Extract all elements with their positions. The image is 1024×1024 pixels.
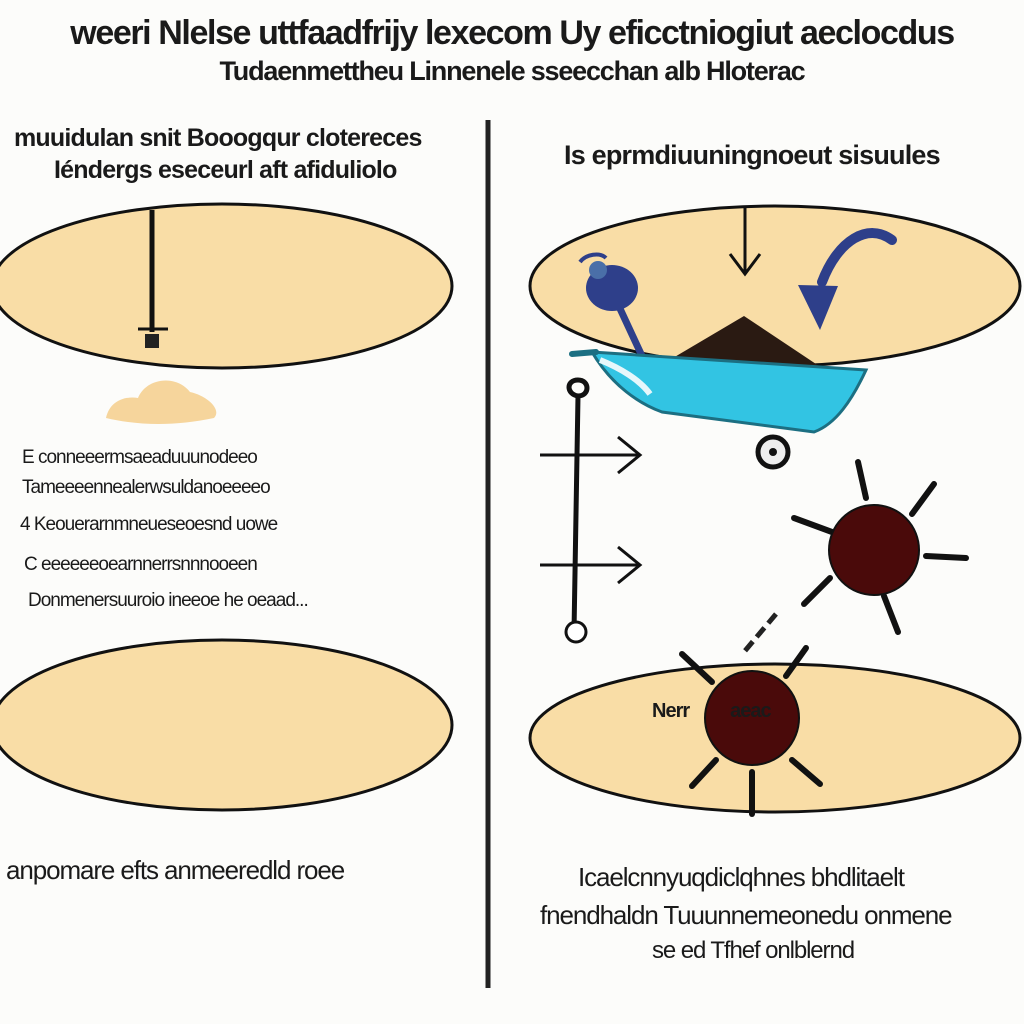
left-bottom-ellipse — [0, 638, 454, 812]
right-panel-caption-line-1: Icaelcnnyuqdiclqhnes bhdlitaelt — [578, 862, 905, 892]
page-title: weeri Nlelse uttfaadfrijy lexecom Uy efi… — [70, 14, 955, 52]
left-panel-caption: anpomare efts anmeeredld roee — [6, 855, 345, 885]
page-subtitle: Tudaenmettheu Linnenele sseecchan alb Hl… — [219, 56, 806, 86]
down-arrow-icon — [728, 208, 762, 277]
list-item: 4 Keouerarnmneueseoesnd uowe — [20, 514, 278, 535]
dark-sphere-icon — [791, 459, 969, 635]
dark-sphere-icon — [679, 645, 823, 817]
left-top-ellipse — [0, 202, 454, 370]
right-arrow-icon — [540, 435, 643, 475]
dashed-connector — [742, 612, 778, 654]
sand-blob-icon — [106, 380, 217, 424]
list-item: C eeeeeeoearnnerrsnnnooeen — [24, 554, 258, 575]
left-panel-subheading: Iéndergs eseceurl aft afiduliolo — [54, 156, 397, 184]
right-panel-heading: Is eprmdiuuningnoeut sisuules — [564, 140, 941, 170]
list-item: E conneeermsaeaduuunodeeo — [22, 447, 258, 468]
left-panel-heading: muuidulan snit Booogqur clotereces — [14, 124, 422, 152]
wheelbarrow-tub-icon — [569, 349, 869, 470]
ellipse-label: Nerr aeac — [652, 700, 772, 722]
right-arrow-icon — [540, 545, 643, 585]
list-item: Donmenersuuroio ineeoe he oeaad... — [28, 590, 309, 611]
right-panel-caption-line-2: fnendhaldn Tuuunnemeonedu onmene — [540, 900, 953, 930]
vertical-rod-icon — [138, 210, 168, 348]
list-item: Tameeeennealerwsuldanoeeeeo — [22, 477, 271, 498]
right-panel-caption-line-3: se ed Tfhef onlblernd — [652, 937, 855, 964]
lever-bracket-icon — [564, 377, 590, 644]
curved-blue-arrow-icon — [798, 228, 897, 330]
spoon-scoop-icon — [578, 252, 646, 360]
